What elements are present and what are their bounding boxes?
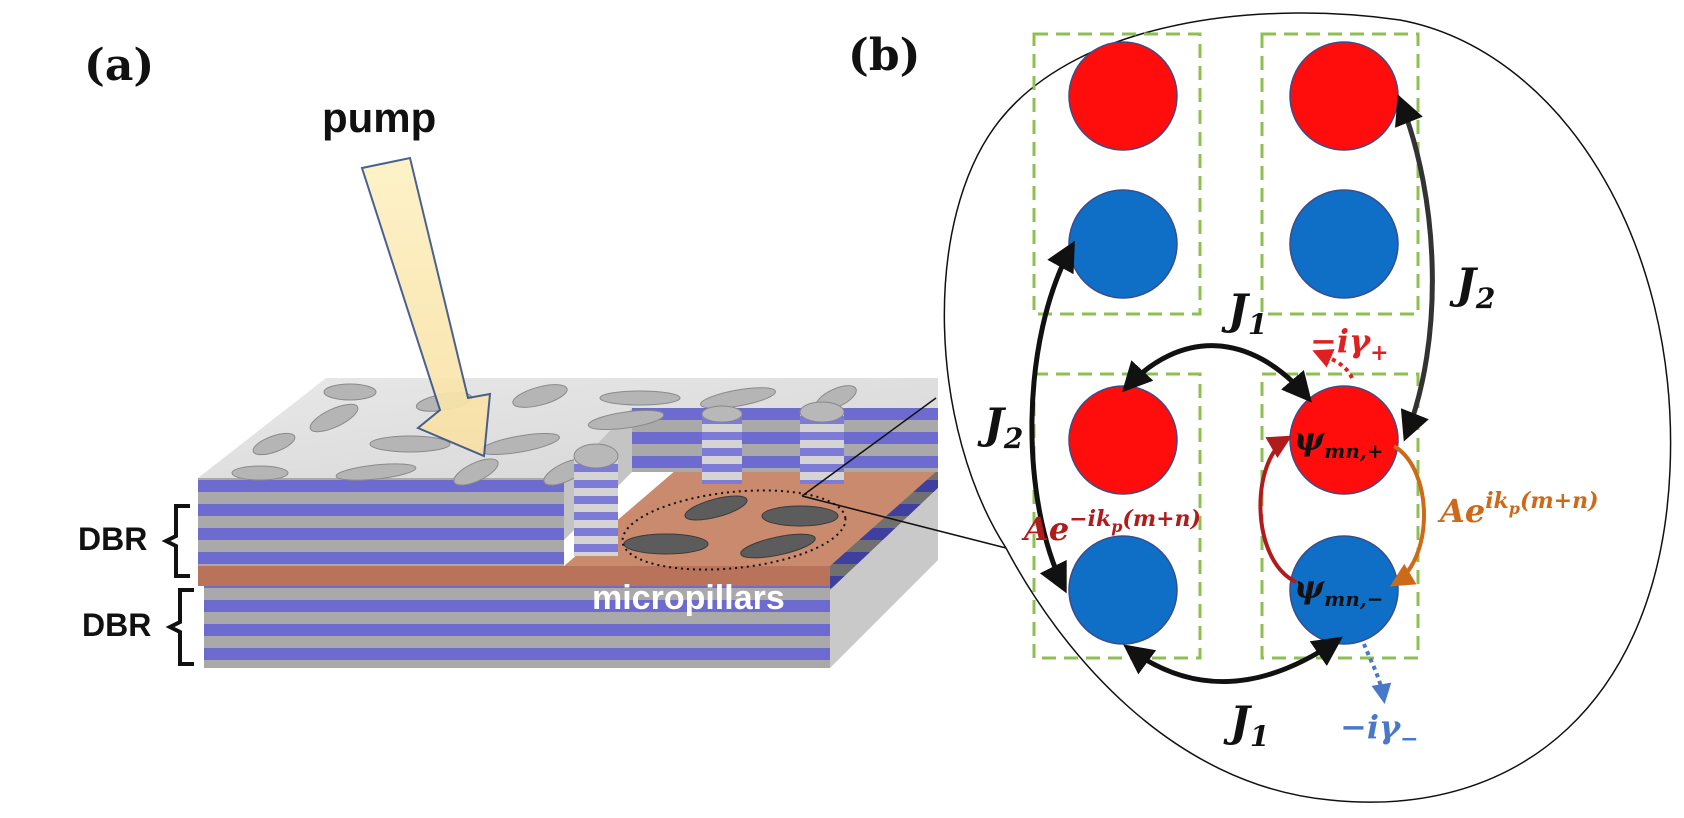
gain-plus-arrow (1312, 349, 1354, 379)
pillar-top-13 (700, 387, 776, 409)
etched-pillar-2 (702, 414, 742, 484)
pillar-top-12 (587, 409, 665, 431)
j1-bottom-label: J1 (1223, 697, 1269, 753)
etched-pillar-2-top (701, 405, 743, 423)
j2-left-arrow (1029, 240, 1075, 594)
sample-block: micropillars (198, 378, 938, 668)
surface-micropillar-tops (231, 383, 857, 486)
j1-top-label: J1 (1221, 285, 1267, 341)
math-labels: J1 J1 J2 J2 −iγ+ −iγ− ψmn,+ ψmn,− Ae−ikp… (977, 259, 1599, 753)
site-plus-bottom-left (1068, 385, 1178, 495)
j2-left-label: J2 (977, 399, 1023, 455)
pillar-top-4 (323, 383, 377, 401)
etched-pillar-3-top (799, 401, 845, 423)
pillar-top-8 (453, 458, 499, 486)
panel-a: (a) (78, 40, 938, 668)
zoom-bubble (943, 12, 1672, 803)
lattice-sites (1068, 41, 1399, 645)
unit-cell-bottom-left (1032, 372, 1202, 660)
zoom-connectors (801, 397, 1007, 549)
psi-minus-label: ψmn,− (1294, 568, 1384, 611)
site-plus-top-left (1068, 41, 1178, 151)
pillar-top-11 (599, 390, 681, 406)
zoom-line-upper (801, 397, 937, 497)
pillar-top-3 (231, 465, 289, 481)
zoom-region-ellipse (621, 489, 847, 571)
phase-right-label: Aeikp(m+n) (1437, 488, 1599, 530)
j2-right-label: J2 (1449, 259, 1495, 315)
dbr-braces: DBR DBR (78, 504, 194, 666)
coupling-arrows (1029, 94, 1435, 704)
site-minus-top-left (1068, 189, 1178, 299)
etched-pillar-3 (800, 412, 844, 484)
micropillars-label: micropillars (592, 579, 785, 617)
pillar-top-2 (252, 432, 296, 456)
gain-plus-label: −iγ+ (1310, 322, 1389, 366)
pillar-top-7 (335, 463, 417, 481)
j1-bottom-arrow (1123, 636, 1343, 684)
top-dbr-stack (198, 478, 564, 566)
pillar-top-1 (309, 403, 359, 433)
zoom-line-lower (801, 495, 1007, 549)
dbr-bottom-label: DBR (82, 607, 151, 643)
panel-b-label: (b) (848, 30, 920, 81)
panel-a-label: (a) (84, 40, 154, 91)
phase-left-arrow (1258, 435, 1297, 584)
phase-left-label: Ae−ikp(m+n) (1021, 506, 1201, 548)
unit-cell-top-left (1032, 32, 1202, 316)
site-minus-bottom-right (1289, 535, 1399, 645)
etched-back-wall (632, 408, 938, 472)
panel-b: (b) (848, 12, 1672, 803)
dbr-top-label: DBR (78, 521, 147, 557)
pump-beam (360, 156, 492, 458)
phase-right-arrow (1389, 444, 1426, 587)
site-minus-top-right (1289, 189, 1399, 299)
cavity-pillar-2 (761, 505, 839, 527)
j1-top-arrow (1121, 343, 1312, 403)
psi-plus-label: ψmn,+ (1294, 420, 1384, 463)
cavity-pillar-4 (740, 533, 816, 559)
pillar-top-9 (512, 384, 568, 408)
etched-pillar-1-top (573, 443, 619, 469)
dbr-bottom-brace (165, 588, 194, 666)
cavity-pillar-3 (623, 533, 709, 555)
etched-pillars (573, 401, 845, 556)
gain-minus-label: −iγ− (1340, 708, 1419, 752)
site-plus-top-right (1289, 41, 1399, 151)
etched-pillar-1 (574, 456, 618, 556)
gain-minus-arrow (1362, 643, 1392, 704)
pump-arrow: pump (322, 94, 492, 458)
bottom-dbr-stack (204, 585, 830, 668)
dbr-top-brace (161, 504, 190, 578)
pump-label: pump (322, 94, 436, 141)
cavity-pillar-1 (684, 495, 748, 521)
j2-right-arrow (1394, 94, 1435, 442)
site-minus-bottom-left (1068, 535, 1178, 645)
pillar-top-6 (369, 435, 451, 453)
cavity-layer (198, 566, 830, 586)
